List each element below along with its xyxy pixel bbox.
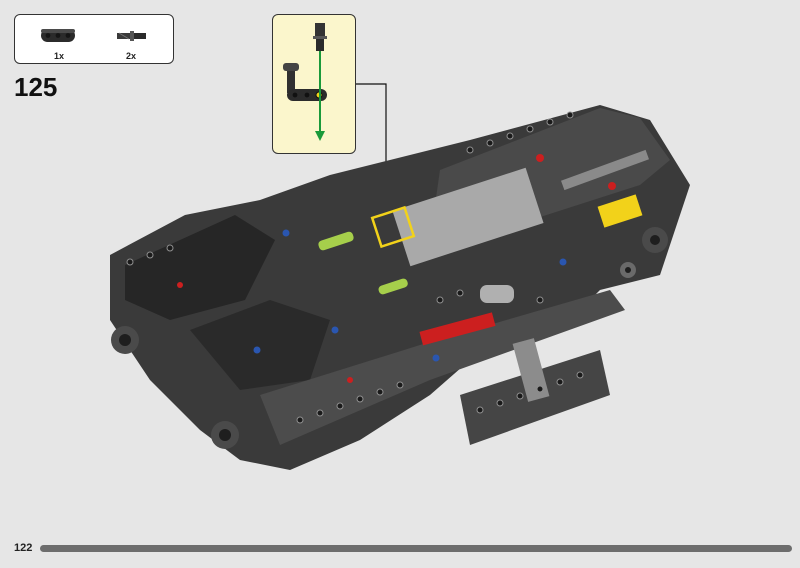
subassembly-callout — [272, 14, 356, 154]
technic-beam-part-icon — [41, 29, 75, 42]
model-chassis — [110, 105, 690, 470]
parts-list-box: 1x 2x — [14, 14, 174, 64]
callout-connector-line — [356, 83, 387, 198]
page-number: 122 — [14, 542, 33, 554]
part-quantity: 1x — [53, 51, 64, 61]
page-progress-bar — [40, 545, 792, 552]
parts-list-item: 1x — [29, 21, 89, 61]
part-quantity: 2x — [125, 51, 136, 61]
parts-list-item: 2x — [101, 21, 161, 61]
step-number: 125 — [14, 72, 58, 102]
technic-axle-pin-part-icon — [117, 31, 146, 41]
subassembly-illustration — [283, 23, 327, 141]
